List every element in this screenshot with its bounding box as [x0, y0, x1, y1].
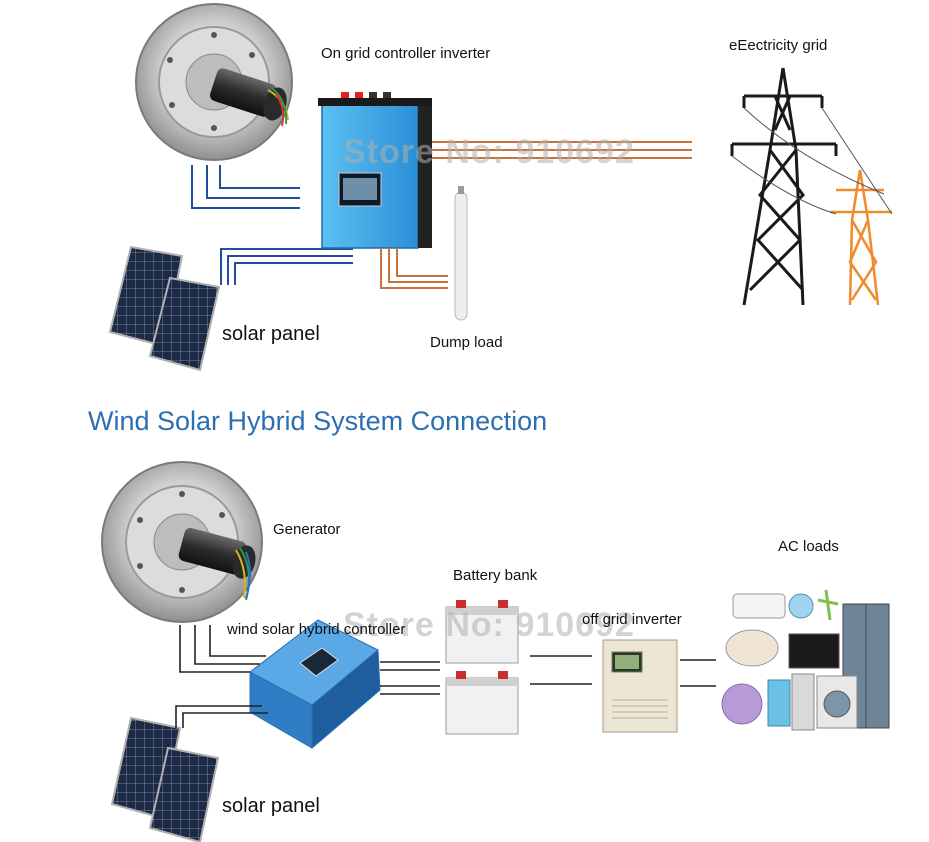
- top-generator-wires: [191, 165, 300, 209]
- section-title: Wind Solar Hybrid System Connection: [88, 406, 548, 436]
- power-lines: [731, 107, 893, 215]
- inverter-wires: [530, 655, 592, 685]
- off-grid-inverter: [602, 639, 678, 733]
- hybrid-controller: [249, 619, 381, 750]
- on-grid-controller-label: On grid controller inverter: [321, 45, 491, 62]
- ac-loads: [721, 589, 890, 731]
- bottom-generator-wires: [179, 625, 266, 673]
- hybrid-controller-label: wind solar hybrid controller: [227, 621, 406, 638]
- bottom-solar-panel-label: solar panel: [222, 795, 320, 817]
- dump-load: [454, 186, 468, 321]
- battery-bank-label: Battery bank: [453, 567, 538, 584]
- ac-loads-label: AC loads: [778, 538, 839, 555]
- dump-load-label: Dump load: [430, 334, 503, 351]
- battery-bank: [445, 600, 519, 735]
- top-solar-wires: [220, 248, 353, 285]
- loads-wires: [680, 659, 716, 687]
- on-grid-inverter: [318, 92, 432, 249]
- bottom-generator: [101, 461, 263, 623]
- grid-wires: [432, 141, 692, 159]
- dump-load-wires: [380, 248, 448, 289]
- off-grid-inverter-label: off grid inverter: [582, 611, 682, 628]
- generator-label: Generator: [273, 521, 341, 538]
- bottom-solar-wires: [175, 705, 268, 728]
- top-solar-panels: [108, 245, 221, 372]
- top-generator: [135, 3, 293, 161]
- bottom-watermark: Store No: 910692: [343, 606, 635, 644]
- top-watermark: Store No: 910692: [343, 133, 635, 171]
- battery-wires: [380, 661, 440, 695]
- electricity-grid-label: eEectricity grid: [729, 37, 828, 54]
- grid-tower-black: [730, 67, 838, 306]
- grid-tower-orange: [830, 169, 892, 306]
- top-solar-panel-label: solar panel: [222, 323, 320, 345]
- bottom-solar-panels: [110, 716, 220, 842]
